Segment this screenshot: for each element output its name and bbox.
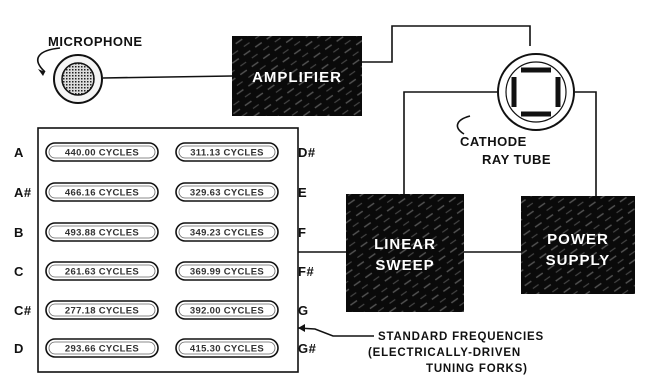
fork-freq-left-4: 277.18 CYCLES — [65, 306, 139, 317]
power-supply-line1: POWER — [547, 231, 609, 248]
fork-freq-left-1: 466.16 CYCLES — [65, 188, 139, 199]
std-arrowhead — [298, 324, 305, 332]
fork-pill-inner-right-4 — [178, 303, 276, 317]
fork-pill-inner-left-0 — [48, 145, 156, 159]
note-right-4: G — [298, 303, 309, 318]
microphone-label: MICROPHONE — [48, 34, 143, 49]
fork-freq-right-4: 392.00 CYCLES — [190, 306, 264, 317]
fork-pill-left-4 — [45, 300, 159, 320]
amplifier-label: AMPLIFIER — [252, 69, 342, 86]
fork-pill-inner-right-5 — [178, 341, 276, 355]
mic-arrowhead — [38, 69, 45, 76]
wires — [37, 25, 597, 337]
fork-pill-inner-right-3 — [178, 264, 276, 278]
note-left-3: C — [14, 264, 24, 279]
fork-pill-right-4 — [175, 300, 279, 320]
fork-freq-right-1: 329.63 CYCLES — [190, 188, 264, 199]
linear-sweep-line1: LINEAR — [374, 236, 436, 253]
fork-pill-inner-left-1 — [48, 185, 156, 199]
fork-pill-inner-right-1 — [178, 185, 276, 199]
fork-pill-right-5 — [175, 338, 279, 358]
fork-pill-left-3 — [45, 261, 159, 281]
note-right-3: F# — [298, 264, 314, 279]
wire-sweep-crt-left — [403, 91, 497, 196]
fork-pill-right-0 — [175, 142, 279, 162]
fork-pill-left-5 — [45, 338, 159, 358]
note-right-1: E — [298, 185, 307, 200]
note-left-2: B — [14, 225, 24, 240]
microphone-icon — [53, 54, 103, 104]
fork-pill-inner-left-5 — [48, 341, 156, 355]
power-supply-line2: SUPPLY — [546, 252, 611, 269]
wire-supply-crt-right — [575, 91, 597, 196]
fork-pill-right-1 — [175, 182, 279, 202]
note-left-5: D — [14, 341, 24, 356]
fork-pill-right-2 — [175, 222, 279, 242]
note-left-0: A — [14, 145, 24, 160]
mic-pointer — [37, 47, 61, 73]
linear-sweep-line2: SWEEP — [375, 257, 434, 274]
fork-freq-left-2: 493.88 CYCLES — [65, 228, 139, 239]
power-supply-box — [521, 196, 635, 294]
note-right-0: D# — [298, 145, 316, 160]
fork-pill-inner-right-0 — [178, 145, 276, 159]
fork-pill-inner-right-2 — [178, 225, 276, 239]
fork-pill-left-2 — [45, 222, 159, 242]
std-pointer — [297, 327, 374, 337]
tuning-fork-panel — [37, 127, 299, 373]
fork-freq-right-5: 415.30 CYCLES — [190, 344, 264, 355]
linear-sweep-box — [346, 194, 464, 312]
amplifier-box — [232, 36, 362, 116]
fork-pill-inner-left-4 — [48, 303, 156, 317]
crt-label-line1: CATHODE — [460, 134, 527, 149]
crt-pointer — [456, 115, 471, 135]
note-left-4: C# — [14, 303, 32, 318]
fork-pill-inner-left-2 — [48, 225, 156, 239]
crt-label-line2: RAY TUBE — [482, 152, 551, 167]
fork-pill-inner-left-3 — [48, 264, 156, 278]
wire-amp-crt — [362, 25, 531, 63]
note-right-5: G# — [298, 341, 317, 356]
fork-pill-left-1 — [45, 182, 159, 202]
cathode-ray-tube-icon — [497, 53, 575, 131]
fork-freq-right-2: 349.23 CYCLES — [190, 228, 264, 239]
fork-freq-right-3: 369.99 CYCLES — [190, 267, 264, 278]
std-freq-line3: TUNING FORKS) — [426, 363, 528, 375]
std-freq-line1: STANDARD FREQUENCIES — [378, 331, 544, 343]
note-right-2: F — [298, 225, 306, 240]
fork-pill-left-0 — [45, 142, 159, 162]
std-freq-line2: (ELECTRICALLY-DRIVEN — [368, 347, 521, 359]
fork-freq-left-3: 261.63 CYCLES — [65, 267, 139, 278]
note-left-1: A# — [14, 185, 32, 200]
fork-pill-right-3 — [175, 261, 279, 281]
fork-freq-left-5: 293.66 CYCLES — [65, 344, 139, 355]
fork-freq-left-0: 440.00 CYCLES — [65, 148, 139, 159]
fork-freq-right-0: 311.13 CYCLES — [190, 148, 264, 159]
wire-mic-amp — [102, 75, 233, 79]
tuning-fork-rows: A 440.00 CYCLES A# 466.16 CYCLES B 493.88 CYC… — [14, 142, 317, 358]
